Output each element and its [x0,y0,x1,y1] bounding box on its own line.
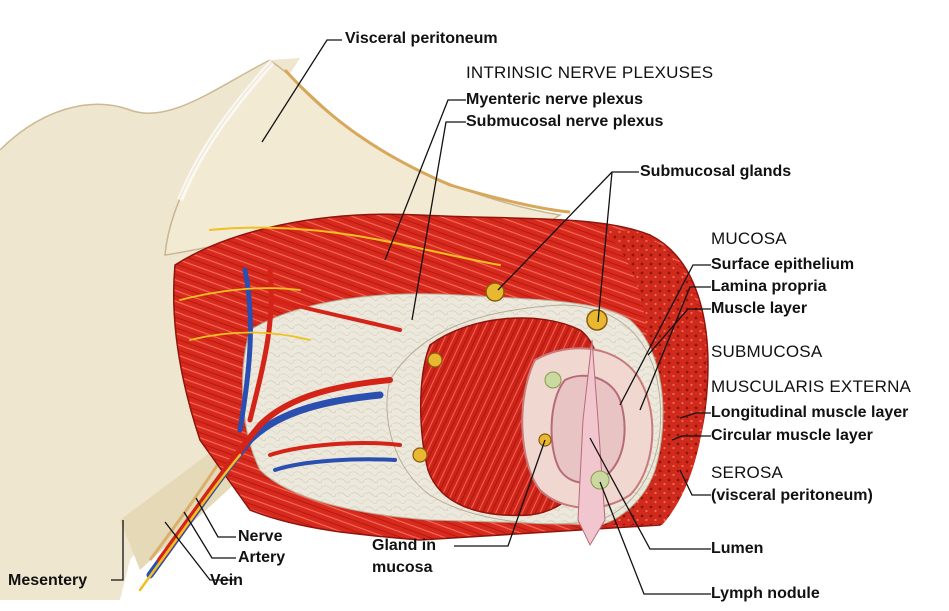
circular-muscle-layer-label: Circular muscle layer [711,427,873,445]
submucosal-glands-label: Submucosal glands [640,163,791,181]
mucosa-heading: MUCOSA [711,229,787,249]
muscularis-externa-heading: MUSCULARIS EXTERNA [711,377,911,397]
mesentery-label: Mesentery [8,572,87,590]
intrinsic-nerve-plexuses-heading: INTRINSIC NERVE PLEXUSES [466,63,713,83]
gland-in-mucosa-label-line1: Gland in [372,537,436,555]
lumen-label: Lumen [711,540,763,558]
visceral-peritoneum-label: Visceral peritoneum [345,30,498,48]
submucosa-heading: SUBMUCOSA [711,342,822,362]
gland-in-mucosa-label-line2: mucosa [372,559,432,577]
myenteric-nerve-plexus-label: Myenteric nerve plexus [466,91,643,109]
surface-epithelium-label: Surface epithelium [711,256,854,274]
vein-label: Vein [210,572,243,590]
nerve-label: Nerve [238,528,282,546]
muscle-layer-label: Muscle layer [711,300,807,318]
lymph-nodule-label: Lymph nodule [711,585,820,603]
serosa-subtitle-label: (visceral peritoneum) [711,487,873,505]
submucosal-nerve-plexus-label: Submucosal nerve plexus [466,113,663,131]
artery-label: Artery [238,549,285,567]
longitudinal-muscle-layer-label: Longitudinal muscle layer [711,404,908,422]
lamina-propria-label: Lamina propria [711,278,827,296]
serosa-heading: SEROSA [711,463,783,483]
